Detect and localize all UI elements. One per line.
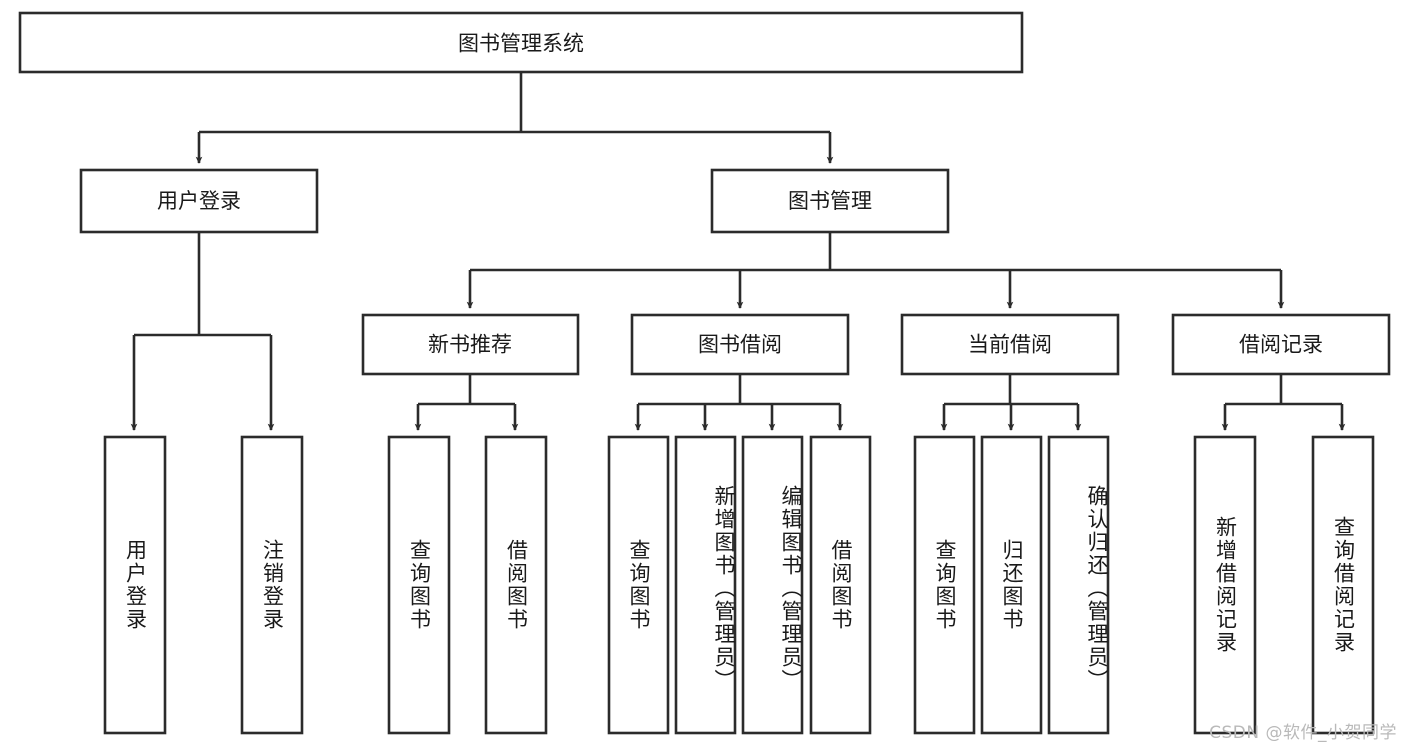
node-leaf-add-book-box[interactable]: [674, 435, 737, 735]
node-book-manage-box[interactable]: [710, 168, 950, 234]
node-leaf-confirm-return-box[interactable]: [1047, 435, 1110, 735]
node-leaf-query-book-3-box[interactable]: [913, 435, 976, 735]
node-new-book-recommend-label: 新书推荐: [428, 333, 512, 357]
node-leaf-query-book-2-box[interactable]: [607, 435, 670, 735]
node-book-borrow-box[interactable]: [630, 313, 850, 376]
csdn-watermark: CSDN @软件_小贺同学: [1209, 723, 1397, 743]
node-leaf-user-login-box[interactable]: [103, 435, 167, 735]
node-borrow-record-box[interactable]: [1171, 313, 1391, 376]
node-root[interactable]: 图书管理系统: [18, 11, 1024, 74]
edge-group: [130, 72, 1346, 431]
node-book-manage-label: 图书管理: [788, 189, 872, 213]
node-book-borrow-label: 图书借阅: [698, 333, 782, 357]
node-book-borrow[interactable]: 图书借阅: [630, 313, 850, 376]
node-leaf-query-book-1-box[interactable]: [387, 435, 451, 735]
node-leaf-return-book-box[interactable]: [980, 435, 1043, 735]
node-user-login[interactable]: 用户登录: [79, 168, 319, 234]
node-root-box[interactable]: [18, 11, 1024, 74]
node-borrow-record-label: 借阅记录: [1239, 333, 1323, 357]
node-current-borrow[interactable]: 当前借阅: [900, 313, 1120, 376]
node-leaf-logout-box[interactable]: [240, 435, 304, 735]
node-current-borrow-label: 当前借阅: [968, 333, 1052, 357]
node-user-login-label: 用户登录: [157, 189, 241, 213]
node-current-borrow-box[interactable]: [900, 313, 1120, 376]
node-book-manage[interactable]: 图书管理: [710, 168, 950, 234]
node-new-book-recommend-box[interactable]: [361, 313, 580, 376]
node-new-book-recommend[interactable]: 新书推荐: [361, 313, 580, 376]
node-leaf-borrow-book-2-box[interactable]: [809, 435, 872, 735]
node-leaf-add-record-box[interactable]: [1193, 435, 1257, 735]
node-leaf-edit-book-box[interactable]: [741, 435, 804, 735]
node-root-label: 图书管理系统: [458, 32, 584, 56]
node-leaf-query-record-box[interactable]: [1311, 435, 1375, 735]
node-leaf-borrow-book-1-box[interactable]: [484, 435, 548, 735]
node-borrow-record[interactable]: 借阅记录: [1171, 313, 1391, 376]
node-user-login-box[interactable]: [79, 168, 319, 234]
